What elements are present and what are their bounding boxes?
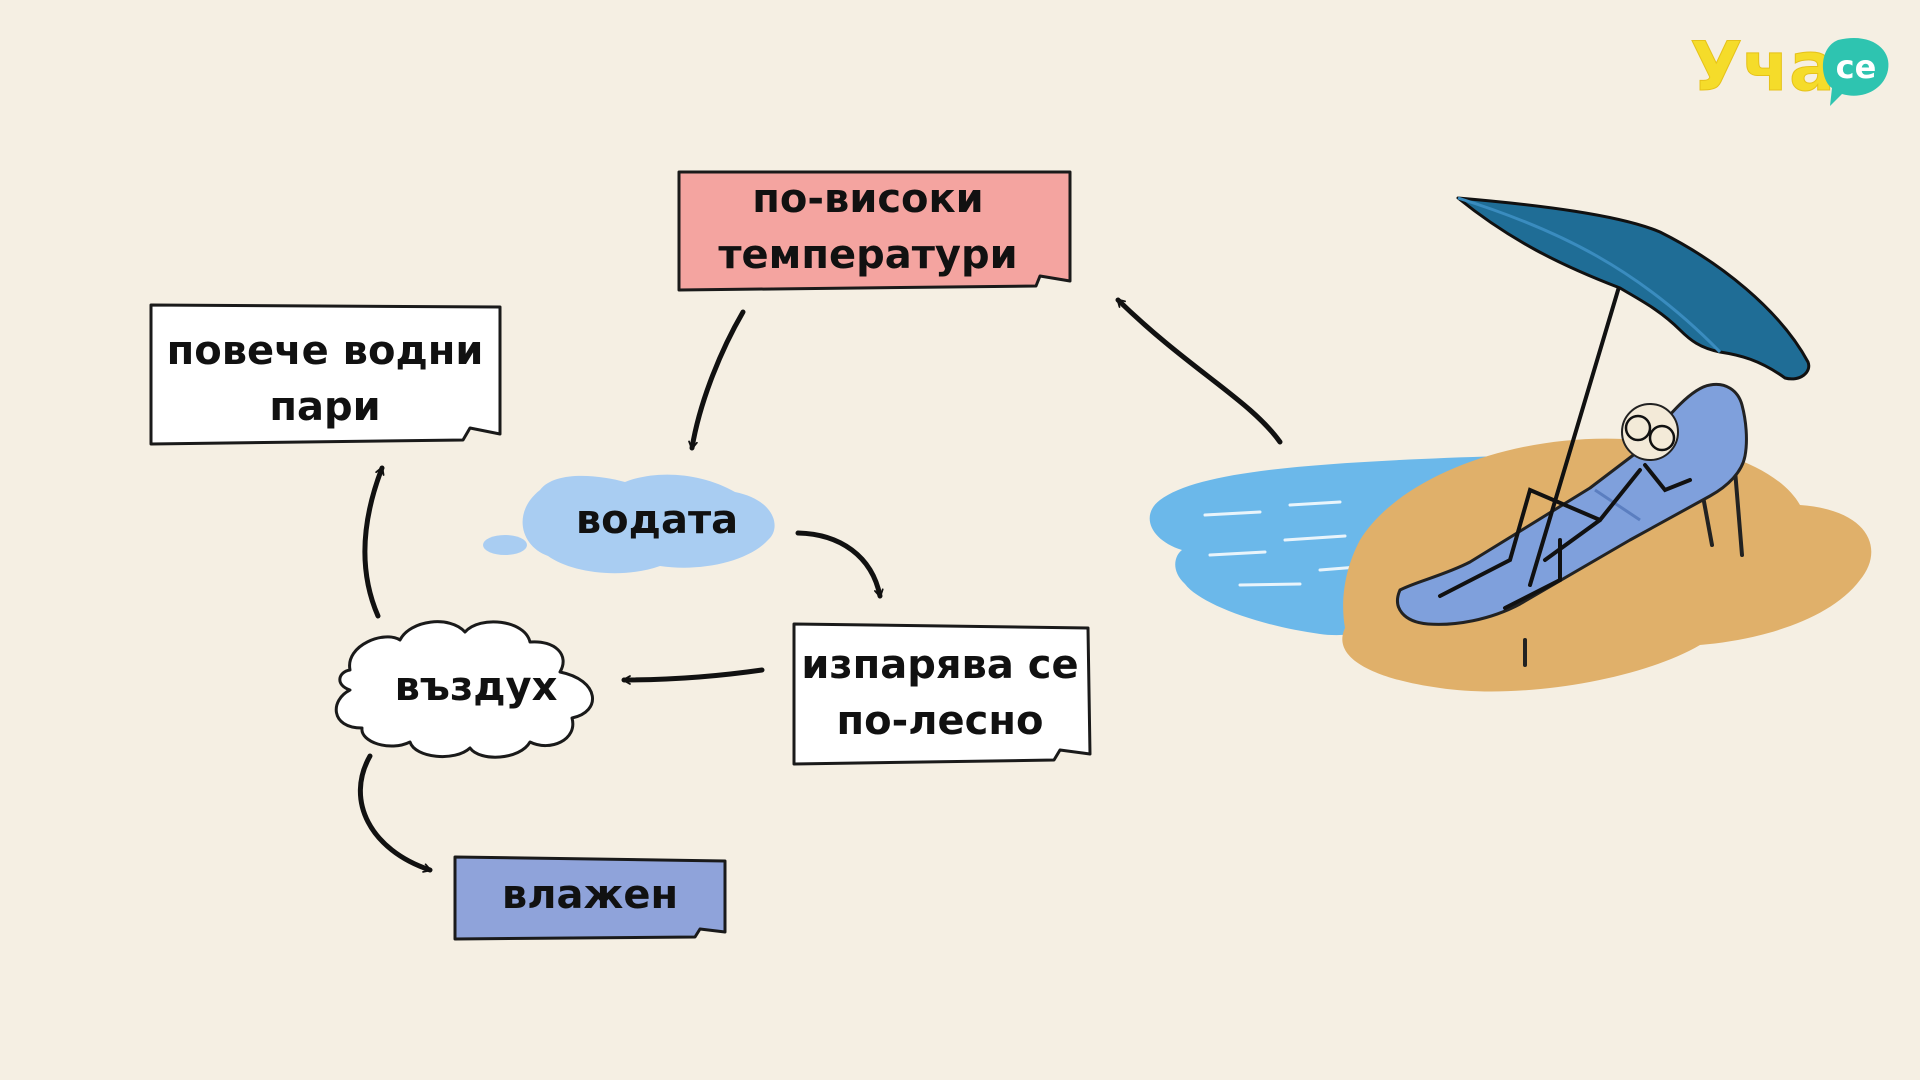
higher-temperatures-line1: по-високи <box>752 176 983 222</box>
higher-temperatures-box <box>677 170 1072 292</box>
humid-box <box>453 855 727 941</box>
humid-label: влажен <box>502 872 678 918</box>
more-water-vapor-line2: пари <box>269 384 380 430</box>
water-label: водата <box>576 497 738 543</box>
evaporates-easier-box <box>792 622 1092 766</box>
node-air: въздух <box>334 620 594 759</box>
arrow-air-to-humid <box>357 753 433 873</box>
air-cloud-shape <box>334 620 594 759</box>
node-more-water-vapor: повече водни пари <box>149 303 502 446</box>
node-evaporates-easier: изпарява се по-лесно <box>792 622 1092 766</box>
person-icon <box>1438 403 1692 610</box>
logo-badge-icon <box>1822 38 1889 106</box>
evaporates-easier-line2: по-лесно <box>837 698 1044 744</box>
more-water-vapor-line1: повече водни <box>167 328 484 374</box>
higher-temperatures-line2: температури <box>718 232 1017 278</box>
air-label: въздух <box>395 664 558 710</box>
node-humid: влажен <box>453 855 727 941</box>
arrow-higher-temps-to-water <box>688 309 746 451</box>
arrow-air-to-more-vapor <box>362 465 385 619</box>
water-puddle-droplet <box>483 535 527 555</box>
logo-main-text: Уча <box>1690 28 1835 107</box>
uchase-logo: Уча се <box>1690 28 1889 108</box>
umbrella-icon <box>1456 196 1811 381</box>
arrow-beach-to-higher-temps <box>1115 297 1283 445</box>
node-water: водата <box>483 474 775 574</box>
logo-badge-text: се <box>1836 48 1877 86</box>
arrows <box>357 297 1283 873</box>
evaporates-easier-line1: изпарява се <box>801 642 1078 688</box>
more-water-vapor-box <box>149 303 502 446</box>
water-puddle-shape <box>522 474 775 574</box>
arrow-water-to-evaporates <box>795 530 884 599</box>
arrow-evaporates-to-air <box>621 667 765 685</box>
beach-illustration <box>1149 196 1872 692</box>
umbrella-pole <box>1528 248 1632 587</box>
node-higher-temperatures: по-високи температури <box>677 170 1072 292</box>
